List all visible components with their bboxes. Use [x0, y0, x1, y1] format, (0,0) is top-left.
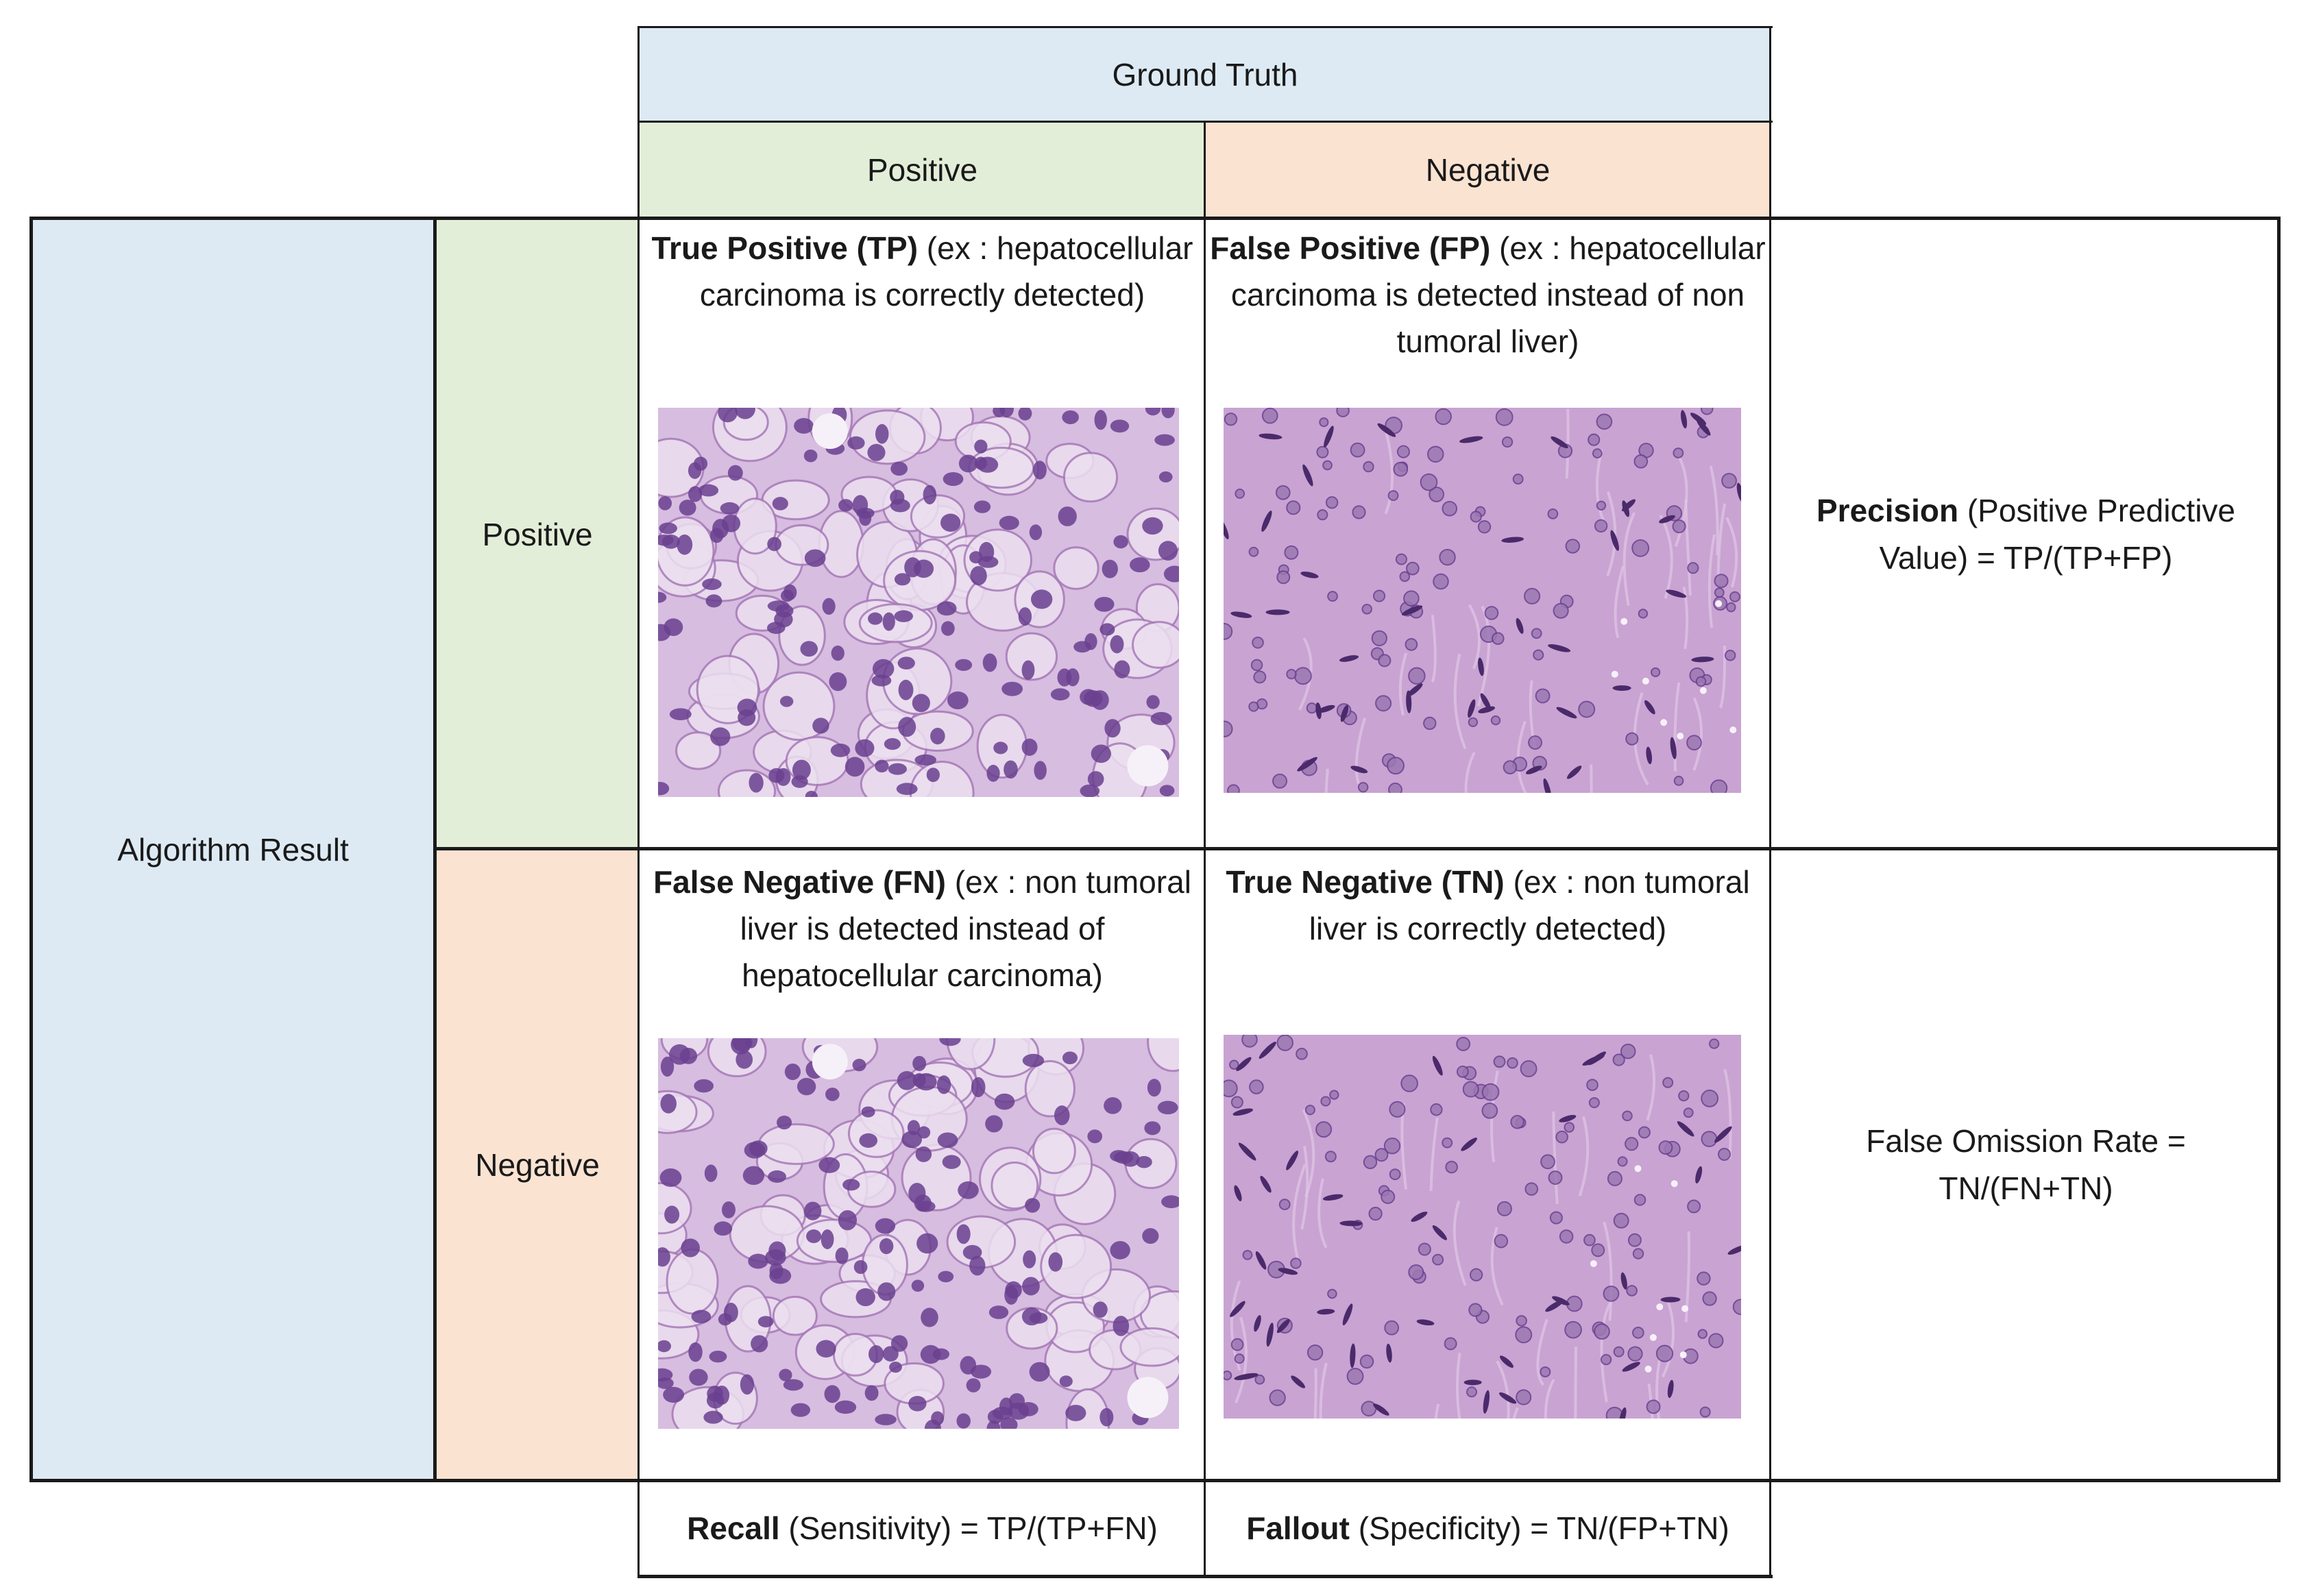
grid-line: [637, 26, 640, 1578]
false-positive-term: False Positive (FP): [1210, 230, 1491, 266]
row-header-negative: Negative: [435, 850, 640, 1480]
false-negative-desc: (ex : non tumoral liver is detected inst…: [740, 864, 1191, 994]
true-positive-term: True Positive (TP): [651, 230, 919, 266]
grid-line: [29, 1479, 2281, 1482]
column-header-positive: Positive: [640, 122, 1205, 218]
precision-cell: Precision (Positive Predictive Value) = …: [1771, 219, 2281, 850]
fallout-formula: (Specificity) = TN/(FP+TN): [1349, 1510, 1729, 1546]
false-omission-rate-formula: False Omission Rate = TN/(FN+TN): [1866, 1123, 2186, 1206]
true-positive-desc: (ex : hepatocellular carcinoma is correc…: [699, 230, 1193, 313]
column-positive-label: Positive: [866, 151, 978, 188]
row-negative-label: Negative: [475, 1146, 600, 1183]
grid-line: [2277, 217, 2281, 1482]
fn-histology-image: [658, 1038, 1179, 1429]
column-negative-label: Negative: [1425, 151, 1551, 188]
true-positive-cell: True Positive (TP) (ex : hepatocellular …: [640, 218, 1205, 318]
precision-formula: (Positive Predictive Value) = TP/(TP+FP): [1879, 493, 2235, 576]
recall-formula: (Sensitivity) = TP/(TP+FN): [779, 1510, 1158, 1546]
grid-line: [433, 217, 437, 1482]
false-positive-desc: (ex : hepatocellular carcinoma is detect…: [1230, 230, 1766, 360]
recall-term: Recall: [687, 1510, 780, 1546]
fp-histology-image: [1224, 408, 1741, 793]
grid-line: [1769, 26, 1771, 1578]
fallout-term: Fallout: [1246, 1510, 1350, 1546]
grid-line: [29, 217, 33, 1482]
tn-histology-image: [1224, 1035, 1741, 1419]
false-omission-rate-cell: False Omission Rate = TN/(FN+TN): [1771, 850, 2281, 1480]
column-header-negative: Negative: [1205, 122, 1771, 218]
true-negative-term: True Negative (TN): [1226, 864, 1505, 900]
ground-truth-label: Ground Truth: [1112, 56, 1298, 93]
false-negative-term: False Negative (FN): [653, 864, 946, 900]
grid-line: [637, 26, 1773, 28]
grid-line: [637, 121, 1773, 123]
fallout-cell: Fallout (Specificity) = TN/(FP+TN): [1205, 1480, 1771, 1576]
ground-truth-header: Ground Truth: [640, 27, 1771, 122]
algorithm-result-header: Algorithm Result: [31, 219, 435, 1480]
true-negative-cell: True Negative (TN) (ex : non tumoral liv…: [1205, 852, 1771, 952]
recall-cell: Recall (Sensitivity) = TP/(TP+FN): [640, 1480, 1205, 1576]
grid-line: [434, 847, 2281, 850]
tp-histology-image: [658, 408, 1179, 797]
precision-term: Precision: [1816, 493, 1959, 528]
row-positive-label: Positive: [482, 516, 593, 552]
grid-line: [29, 217, 2281, 220]
algorithm-result-label: Algorithm Result: [117, 831, 349, 868]
true-negative-desc: (ex : non tumoral liver is correctly det…: [1309, 864, 1750, 947]
false-positive-cell: False Positive (FP) (ex : hepatocellular…: [1205, 218, 1771, 365]
grid-line: [1204, 122, 1206, 1578]
false-negative-cell: False Negative (FN) (ex : non tumoral li…: [640, 852, 1205, 998]
row-header-positive: Positive: [435, 219, 640, 850]
